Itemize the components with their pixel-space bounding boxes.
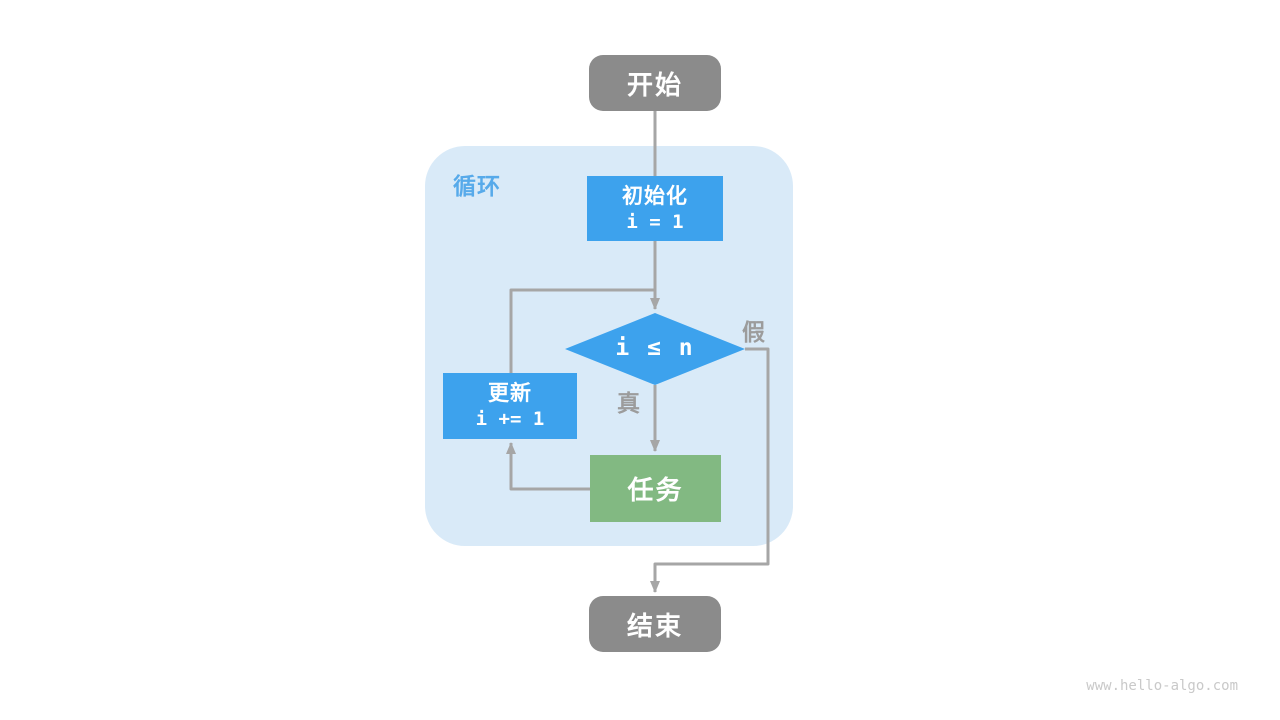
edge-task-to-update (506, 442, 590, 491)
node-task: 任务 (590, 455, 721, 522)
node-condition-label: i ≤ n (615, 335, 695, 362)
node-condition: i ≤ n (565, 313, 745, 385)
node-init-code: i = 1 (626, 210, 684, 233)
edge-update-loopback (509, 288, 654, 373)
node-task-label: 任务 (627, 476, 684, 506)
node-start: 开始 (589, 55, 721, 111)
loop-container-label: 循环 (453, 174, 501, 200)
edge-label-false: 假 (742, 320, 765, 346)
watermark: www.hello-algo.com (1086, 678, 1238, 694)
node-init: 初始化 i = 1 (587, 176, 723, 241)
node-update: 更新 i += 1 (443, 373, 577, 439)
node-end-label: 结束 (626, 611, 683, 642)
node-update-code: i += 1 (475, 408, 545, 431)
node-update-label: 更新 (488, 381, 532, 405)
node-start-label: 开始 (626, 70, 683, 101)
edge-condition-false-to-end (650, 347, 770, 593)
node-end: 结束 (589, 596, 721, 652)
edge-label-true: 真 (617, 391, 640, 417)
node-init-label: 初始化 (622, 183, 688, 208)
